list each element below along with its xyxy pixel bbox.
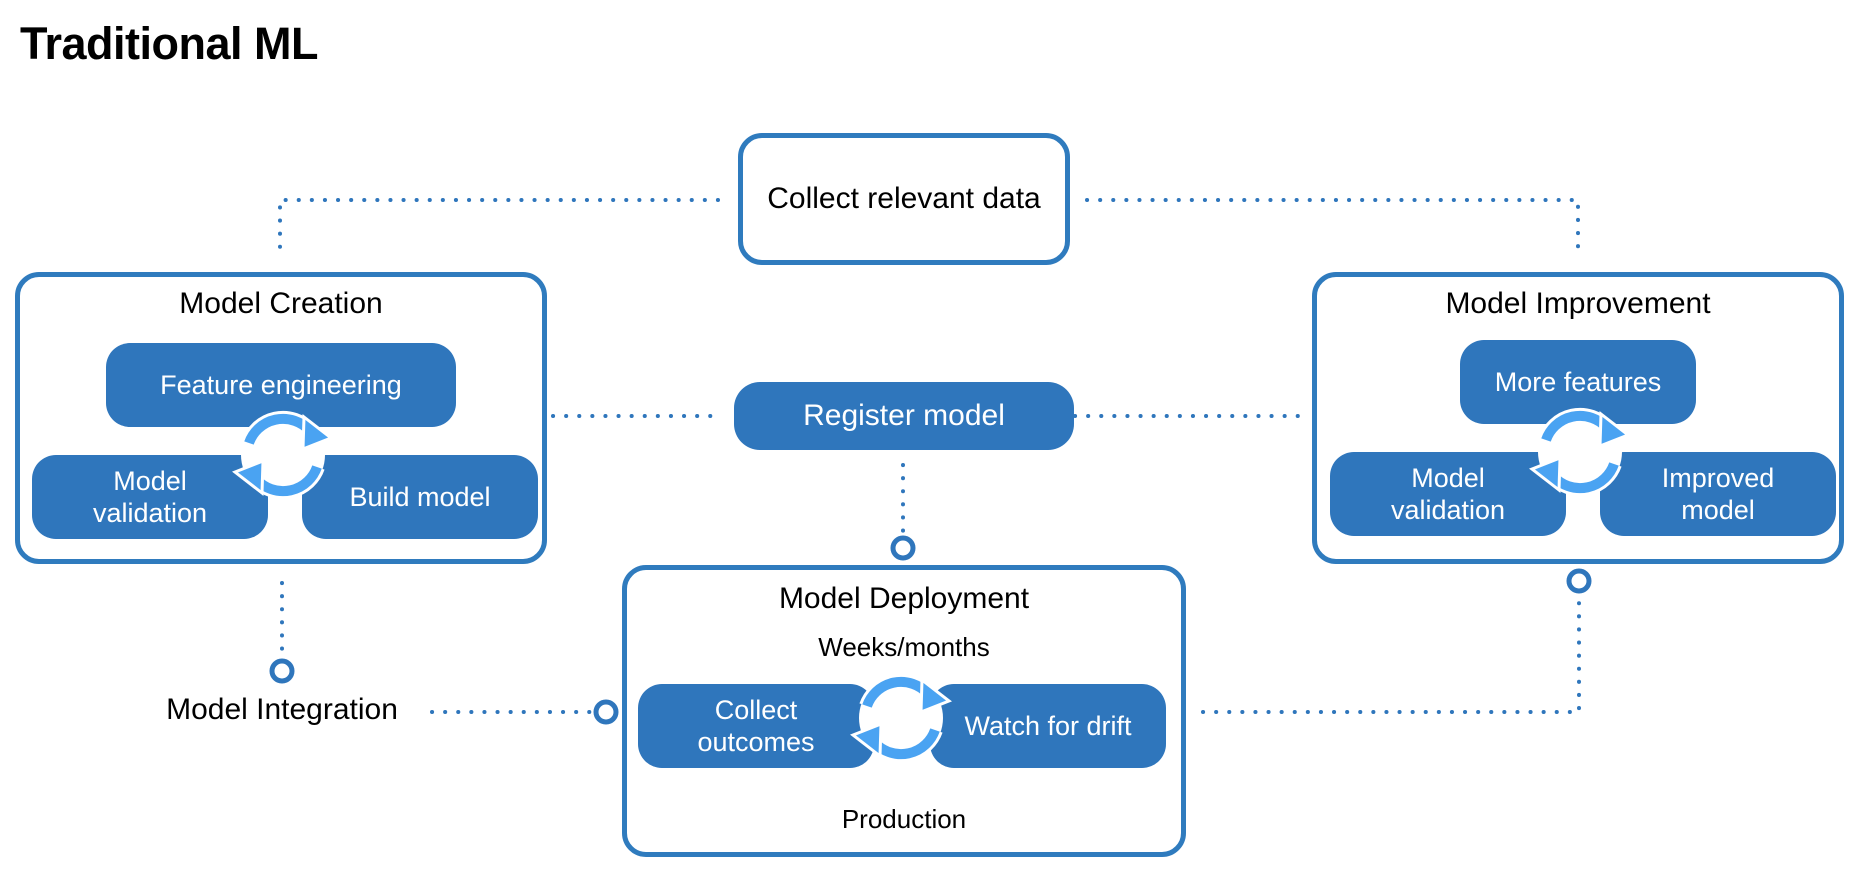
watch-for-drift-pill: Watch for drift xyxy=(930,684,1166,768)
page-title: Traditional ML xyxy=(20,18,319,69)
improved-model-pill: Improved model xyxy=(1600,452,1836,536)
model-validation-pill: Model validation xyxy=(32,455,268,539)
connector-end-circle xyxy=(593,699,619,725)
connector-end-circle xyxy=(1566,568,1592,594)
connector-end-circle xyxy=(269,658,295,684)
collect-data-box: Collect relevant data xyxy=(738,133,1070,265)
collect-outcomes-pill: Collect outcomes xyxy=(638,684,874,768)
model-validation-pill: Model validation xyxy=(1330,452,1566,536)
refresh-cycle-icon xyxy=(1529,407,1631,497)
collect-data-label: Collect relevant data xyxy=(767,182,1041,215)
connector-collect-to-creation xyxy=(278,198,720,260)
model-creation-title: Model Creation xyxy=(179,287,383,320)
refresh-cycle-icon xyxy=(850,673,952,763)
model-deployment-title: Model Deployment xyxy=(778,582,1030,615)
deployment-subtitle: Weeks/months xyxy=(818,632,990,662)
build-model-pill: Build model xyxy=(302,455,538,539)
connector-end-circle xyxy=(890,535,916,561)
connector-deployment-to-improvement xyxy=(1201,598,1581,714)
connector-collect-to-improvement xyxy=(1085,198,1580,260)
refresh-cycle-icon xyxy=(232,410,334,500)
register-model-pill: Register model xyxy=(734,382,1074,450)
model-improvement-title: Model Improvement xyxy=(1445,287,1711,320)
deployment-footer: Production xyxy=(841,804,967,834)
model-integration-label: Model Integration xyxy=(166,693,398,726)
